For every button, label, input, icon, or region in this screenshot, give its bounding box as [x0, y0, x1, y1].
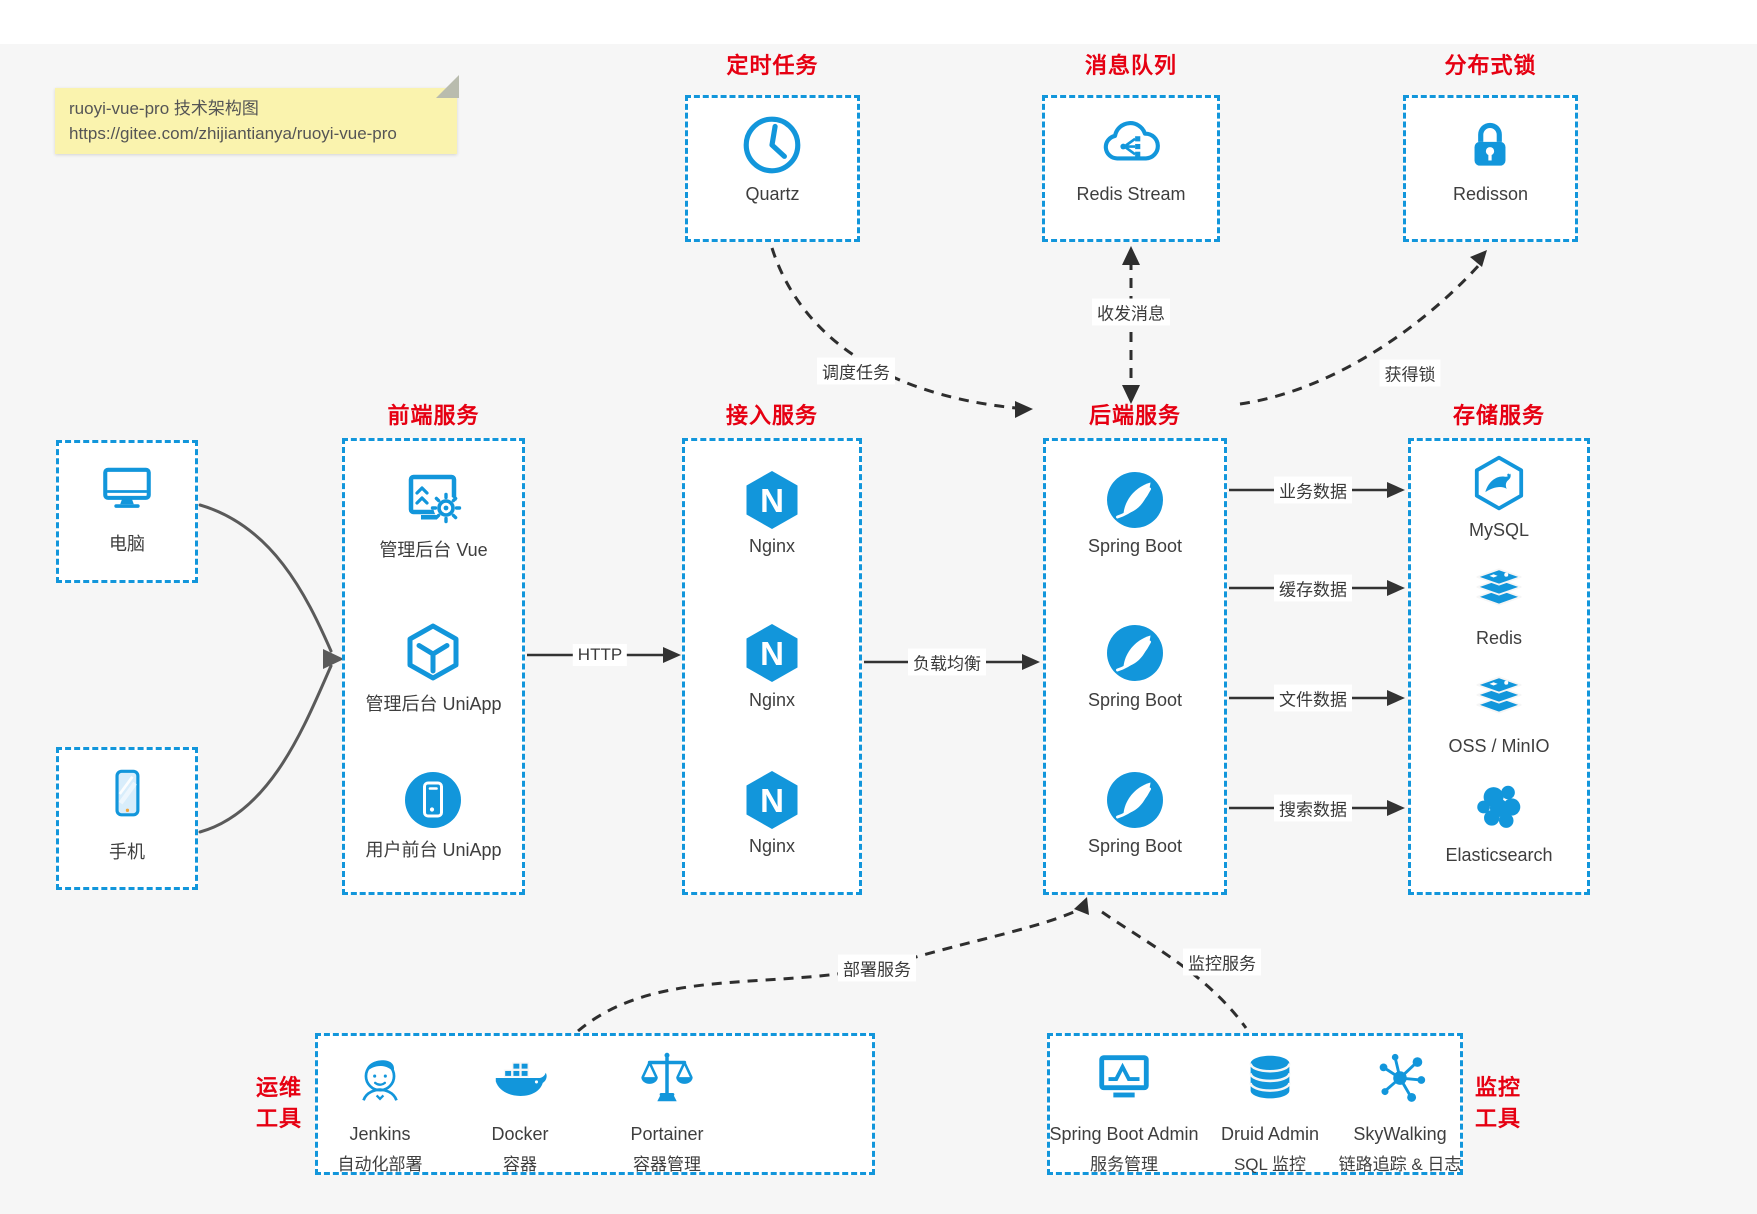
storage-stack-icon [1470, 670, 1528, 728]
group-title-message-queue: 消息队列 [1084, 53, 1177, 78]
item-label-admin-vue: 管理后台 Vue [379, 540, 488, 560]
nginx-icon: N [740, 468, 804, 532]
box-message-queue [1042, 95, 1220, 242]
redis-stack-icon [1470, 562, 1528, 620]
box-client-pc [56, 440, 198, 583]
elasticsearch-icon [1470, 778, 1528, 836]
cloud-message-icon [1098, 112, 1164, 178]
item-label-springboot-2: Spring Boot [1087, 690, 1183, 710]
item-label-quartz: Quartz [745, 184, 800, 204]
edge-label-http: HTTP [572, 644, 628, 666]
tool-name-jenkins: Jenkins [349, 1124, 411, 1144]
edge-label-deploy: 部署服务 [838, 954, 916, 982]
arrow-schedule-task [770, 247, 1017, 410]
item-label-elasticsearch: Elasticsearch [1445, 845, 1553, 865]
spring-boot-admin-icon [1093, 1048, 1155, 1110]
spring-boot-icon [1103, 468, 1167, 532]
column-title-backend: 后端服务 [1088, 403, 1181, 428]
item-label-oss-minio: OSS / MinIO [1448, 736, 1550, 756]
item-label-springboot-1: Spring Boot [1087, 536, 1183, 556]
note-title: ruoyi-vue-pro 技术架构图 [69, 99, 259, 118]
item-label-redis-stream: Redis Stream [1076, 184, 1186, 204]
column-title-storage: 存储服务 [1452, 403, 1545, 428]
item-label-redis: Redis [1475, 628, 1523, 648]
item-label-admin-uniapp: 管理后台 UniApp [365, 694, 502, 714]
group-title-distributed-lock: 分布式锁 [1444, 53, 1537, 78]
item-label-redisson: Redisson [1452, 184, 1529, 204]
edge-label-monitor: 监控服务 [1183, 948, 1261, 976]
tool-name-druid-admin: Druid Admin [1220, 1124, 1320, 1144]
druid-icon [1239, 1048, 1301, 1110]
item-label-springboot-3: Spring Boot [1087, 836, 1183, 856]
docker-icon [489, 1048, 551, 1110]
column-title-frontend: 前端服务 [387, 403, 480, 428]
svg-text:N: N [760, 635, 784, 672]
side-title-ops-tools: 运维 工具 [255, 1075, 302, 1131]
edge-label-message: 收发消息 [1092, 298, 1170, 326]
tool-desc-spring-boot-admin: 服务管理 [1090, 1155, 1158, 1174]
tool-name-spring-boot-admin: Spring Boot Admin [1049, 1124, 1199, 1144]
arrow-monitor-service [1101, 910, 1248, 1029]
edge-label-search-data: 搜索数据 [1274, 794, 1352, 822]
note-url: https://gitee.com/zhijiantianya/ruoyi-vu… [69, 124, 397, 143]
edge-label-schedule: 调度任务 [817, 357, 895, 385]
tool-desc-jenkins: 自动化部署 [337, 1155, 423, 1174]
box-ops-tools [315, 1033, 875, 1175]
lock-icon [1457, 112, 1523, 178]
arrow-deploy-service [577, 906, 1084, 1033]
nginx-icon: N [740, 621, 804, 685]
svg-text:N: N [760, 782, 784, 819]
tool-name-skywalking: SkyWalking [1353, 1124, 1447, 1144]
spring-boot-icon [1103, 621, 1167, 685]
item-label-nginx-3: Nginx [748, 836, 796, 856]
arrow-acquire-lock [1239, 262, 1482, 406]
jenkins-icon [349, 1048, 411, 1110]
arrow-phone-to-frontend [198, 664, 333, 834]
skywalking-icon [1369, 1048, 1431, 1110]
side-title-monitor-tools: 监控 工具 [1475, 1075, 1522, 1131]
spring-boot-icon [1103, 768, 1167, 832]
uniapp-cube-icon [401, 621, 465, 685]
mysql-icon [1470, 454, 1528, 512]
tool-name-portainer: Portainer [630, 1124, 704, 1144]
item-label-nginx-2: Nginx [748, 690, 796, 710]
admin-vue-icon [401, 468, 465, 532]
item-label-mysql: MySQL [1468, 520, 1529, 540]
tool-name-docker: Docker [491, 1124, 549, 1144]
clock-icon [739, 112, 805, 178]
smartphone-icon [98, 765, 156, 823]
tool-desc-portainer: 容器管理 [633, 1155, 701, 1174]
arrow-pc-to-frontend [198, 503, 333, 653]
svg-text:N: N [760, 482, 784, 519]
box-distributed-lock [1403, 95, 1578, 242]
client-label-phone: 手机 [109, 842, 145, 862]
arrowhead-clients [323, 649, 344, 669]
edge-label-file-data: 文件数据 [1274, 684, 1352, 712]
nginx-icon: N [740, 768, 804, 832]
tool-desc-skywalking: 链路追踪 & 日志 [1338, 1155, 1462, 1174]
desktop-icon [98, 458, 156, 516]
tool-desc-druid-admin: SQL 监控 [1233, 1155, 1307, 1174]
top-white-band [0, 0, 1757, 44]
group-title-scheduled-task: 定时任务 [726, 53, 819, 78]
edge-label-load-balance: 负载均衡 [908, 648, 986, 676]
portainer-icon [636, 1048, 698, 1110]
column-title-gateway: 接入服务 [725, 403, 818, 428]
sticky-note: ruoyi-vue-pro 技术架构图 https://gitee.com/zh… [55, 75, 459, 154]
client-label-pc: 电脑 [109, 534, 145, 554]
note-fold-corner [436, 75, 459, 98]
edge-label-cache-data: 缓存数据 [1274, 574, 1352, 602]
edge-label-business-data: 业务数据 [1274, 476, 1352, 504]
item-label-user-uniapp: 用户前台 UniApp [365, 840, 502, 860]
user-mobile-icon [401, 768, 465, 832]
edge-label-lock: 获得锁 [1379, 359, 1441, 387]
tool-desc-docker: 容器 [503, 1155, 537, 1174]
item-label-nginx-1: Nginx [748, 536, 796, 556]
